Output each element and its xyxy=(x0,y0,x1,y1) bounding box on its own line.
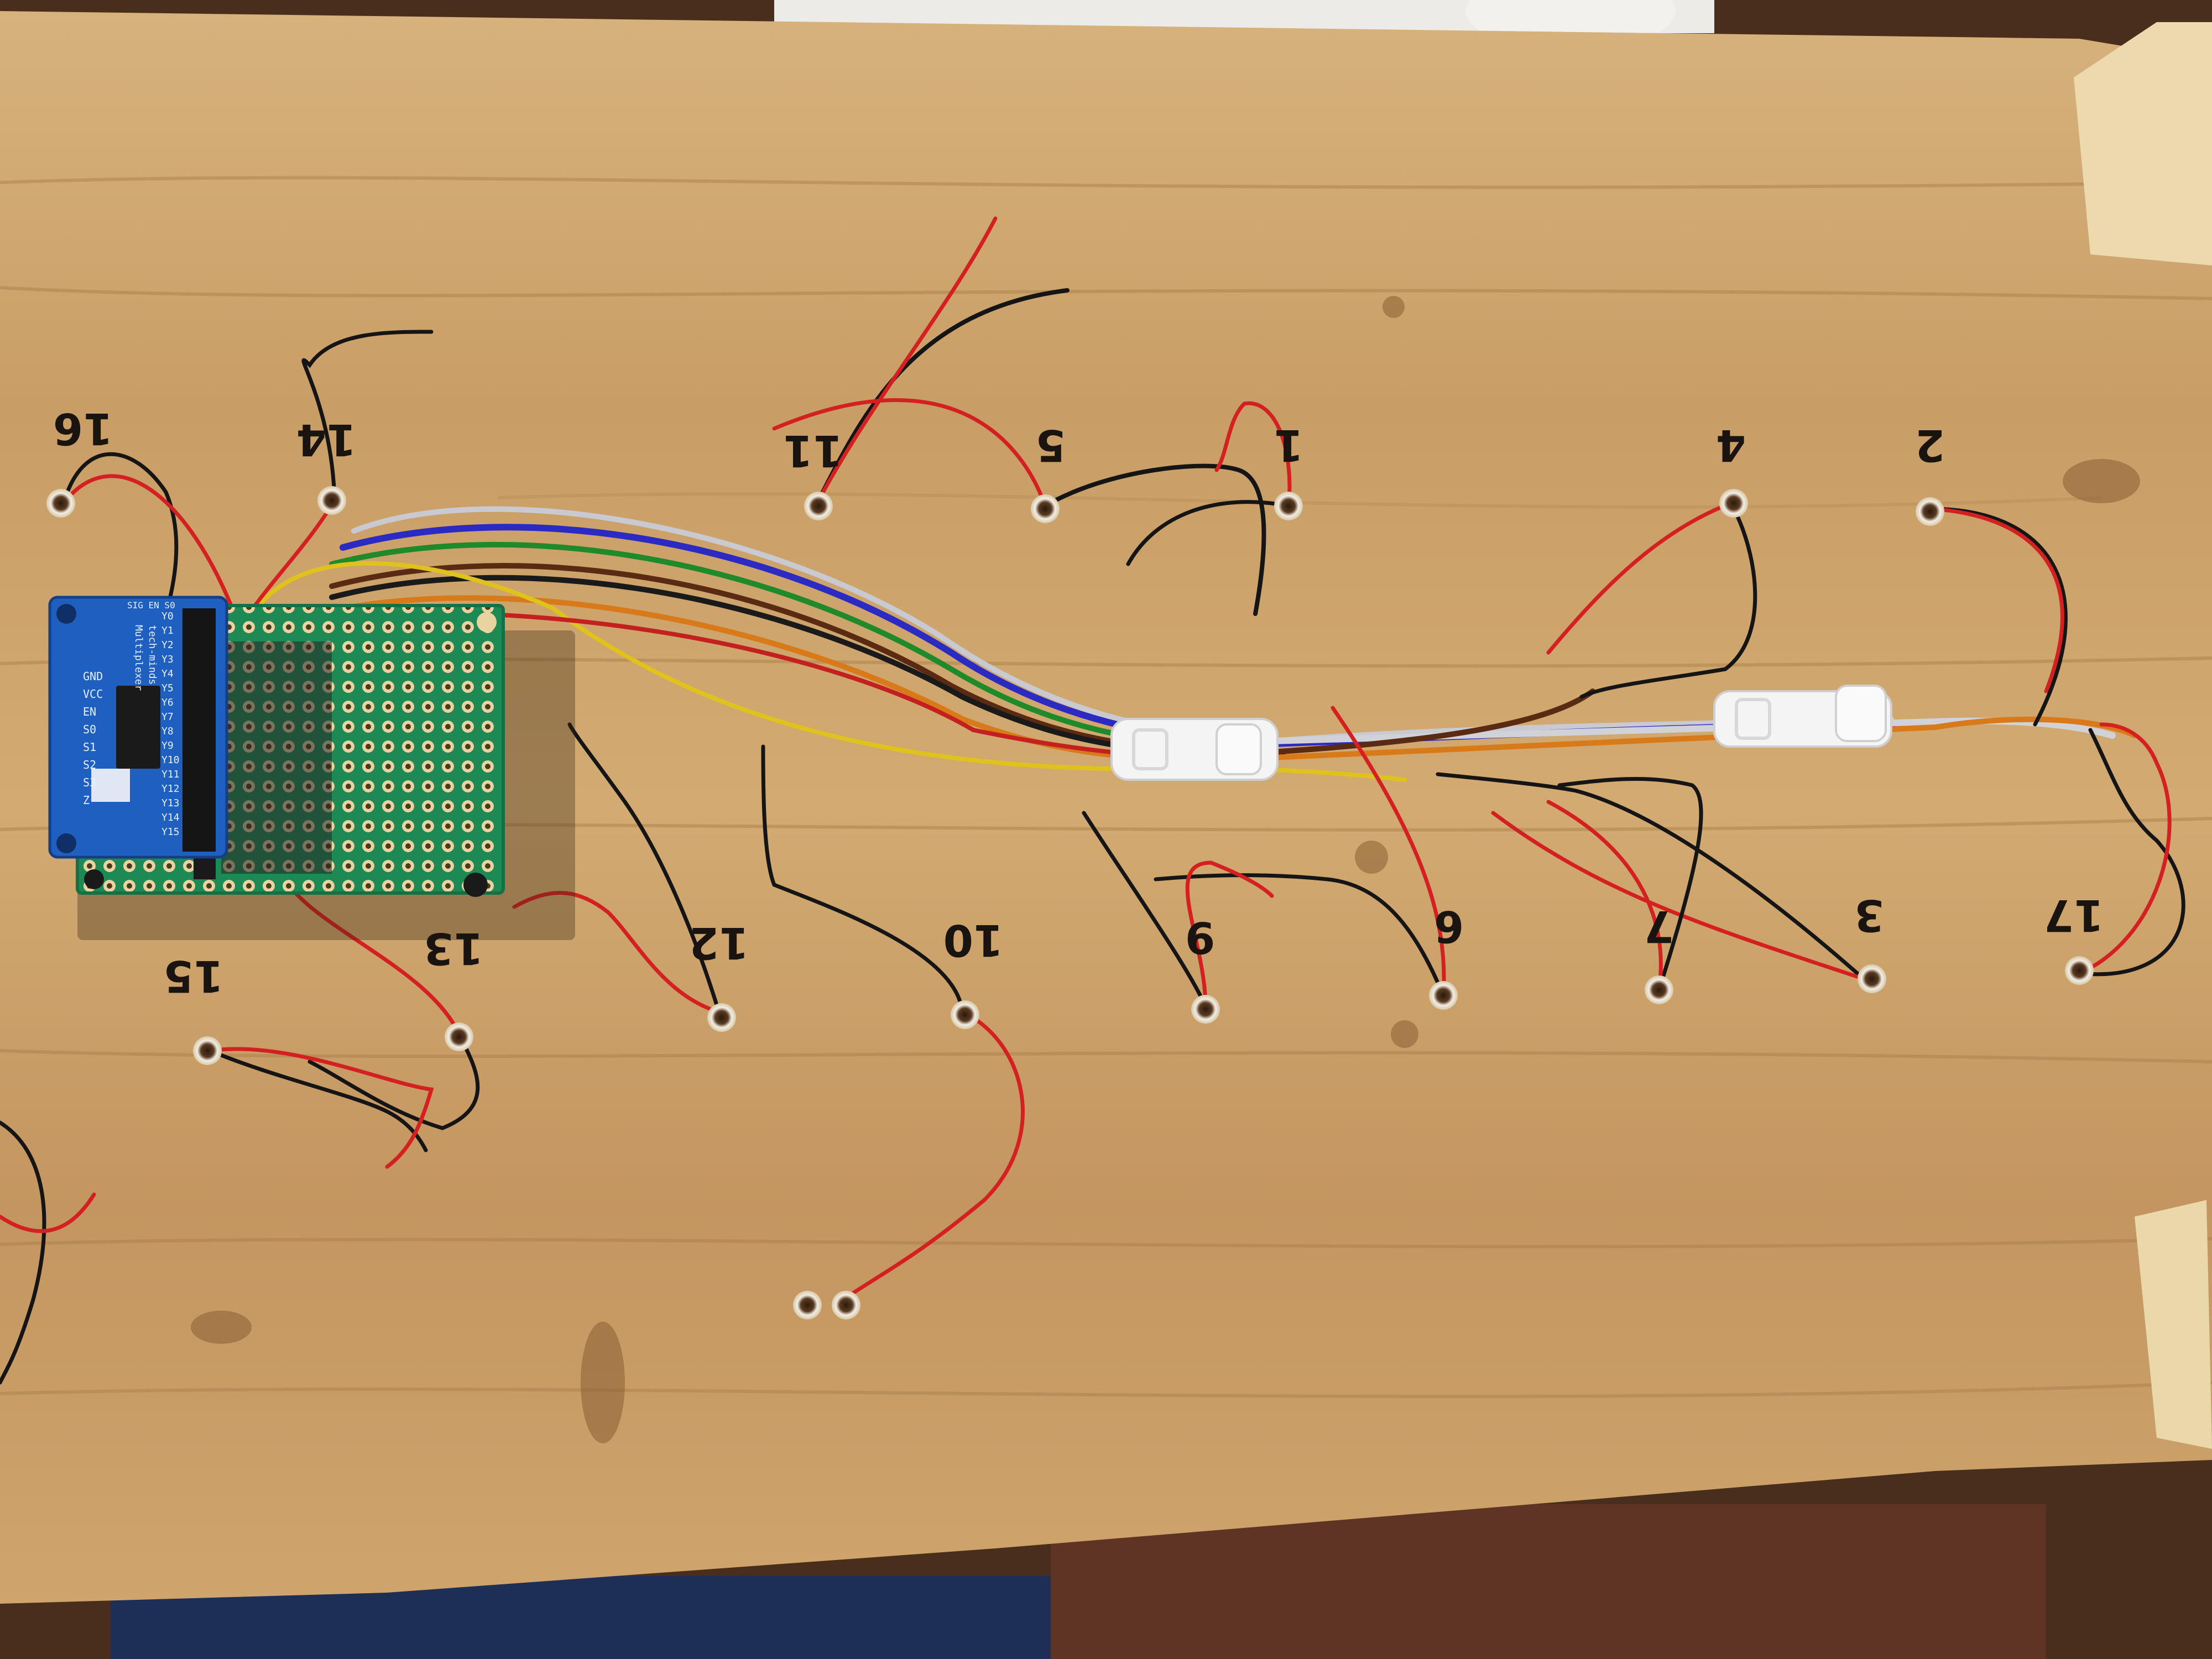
board-top-header: SIG EN S0 xyxy=(127,600,175,611)
pin-label: Y3 xyxy=(161,654,174,665)
drilled-hole xyxy=(1719,489,1748,518)
hole-number-label: 6 xyxy=(1434,901,1464,951)
hole-number-label: 7 xyxy=(1644,901,1674,951)
hole-number-label: 14 xyxy=(296,414,357,464)
pin-label: Y10 xyxy=(161,754,180,766)
drilled-hole xyxy=(793,1291,822,1319)
drilled-hole xyxy=(1429,981,1458,1010)
pin-label: Y1 xyxy=(161,625,174,637)
pin-label: Y14 xyxy=(161,812,180,823)
pin-label: S1 xyxy=(83,740,96,754)
drilled-hole xyxy=(1274,492,1303,520)
hole-number-label: 11 xyxy=(783,425,843,475)
drilled-hole xyxy=(707,1003,736,1032)
pin-label: Y13 xyxy=(161,797,180,809)
hole-number-label: 16 xyxy=(53,403,113,453)
pin-label: Y0 xyxy=(161,611,174,622)
wooden-board xyxy=(0,11,2212,1604)
hole-number-label: 3 xyxy=(1854,890,1884,940)
hole-number-label: 13 xyxy=(424,923,484,973)
wood-block-top-right xyxy=(2074,22,2212,265)
drilled-hole xyxy=(832,1291,860,1319)
drilled-hole xyxy=(1916,497,1944,526)
drilled-hole xyxy=(317,486,346,515)
hole-number-label: 15 xyxy=(164,951,224,1000)
pin-label: S2 xyxy=(83,758,96,771)
drilled-hole xyxy=(46,489,75,518)
drilled-hole xyxy=(951,1000,979,1029)
pin-label: Y7 xyxy=(161,711,174,723)
hole-number-label: 4 xyxy=(1716,420,1746,469)
pin-label: EN xyxy=(83,705,96,718)
pin-label: Y6 xyxy=(161,697,174,708)
pin-label: GND xyxy=(83,670,103,683)
cable-clip-left xyxy=(1110,718,1279,781)
multiplexer-board: SIG EN S0 tech-minds Multiplexer GND VCC… xyxy=(48,596,228,859)
board-pin-labels-right: Y0 Y1 Y2 Y3 Y4 Y5 Y6 Y7 Y8 Y9 Y10 Y11 Y1… xyxy=(161,611,180,838)
hole-number-label: 9 xyxy=(1185,912,1215,962)
pin-label: Y12 xyxy=(161,783,180,795)
drilled-hole xyxy=(804,492,833,520)
pin-label: Z xyxy=(83,794,90,807)
pin-label: VCC xyxy=(83,687,103,701)
drilled-hole xyxy=(445,1022,473,1051)
drilled-hole xyxy=(2065,956,2094,985)
board-pin-labels-left: GND VCC EN S0 S1 S2 S3 Z xyxy=(83,670,103,807)
wood-knots xyxy=(191,296,2140,1443)
drilled-hole xyxy=(1031,494,1060,523)
pin-label: Y2 xyxy=(161,639,174,651)
pin-label: Y4 xyxy=(161,668,174,680)
pin-label: Y8 xyxy=(161,726,174,737)
board-brand: tech-minds xyxy=(147,625,158,685)
pin-label: Y11 xyxy=(161,769,180,780)
hole-number-label: 10 xyxy=(943,915,1004,964)
pin-label: Y15 xyxy=(161,826,180,838)
pin-label: Y9 xyxy=(161,740,174,752)
pin-label: S0 xyxy=(83,723,96,736)
hole-number-label: 1 xyxy=(1274,420,1303,469)
cable-clip-right xyxy=(1713,685,1892,748)
drilled-hole xyxy=(193,1036,222,1065)
drilled-hole xyxy=(1645,975,1673,1004)
wiring xyxy=(0,216,2185,1385)
drilled-hole xyxy=(1191,995,1220,1024)
pin-label: S3 xyxy=(83,776,96,789)
hole-number-label: 12 xyxy=(689,917,749,967)
board-subtitle: Multiplexer xyxy=(133,625,144,691)
hole-number-label: 5 xyxy=(1036,420,1066,469)
wood-block-bottom-right xyxy=(2135,1200,2212,1449)
hole-number-label: 17 xyxy=(2044,890,2104,940)
drilled-hole xyxy=(1858,964,1886,993)
hole-number-label: 2 xyxy=(1915,420,1945,469)
pin-label: Y5 xyxy=(161,682,174,694)
